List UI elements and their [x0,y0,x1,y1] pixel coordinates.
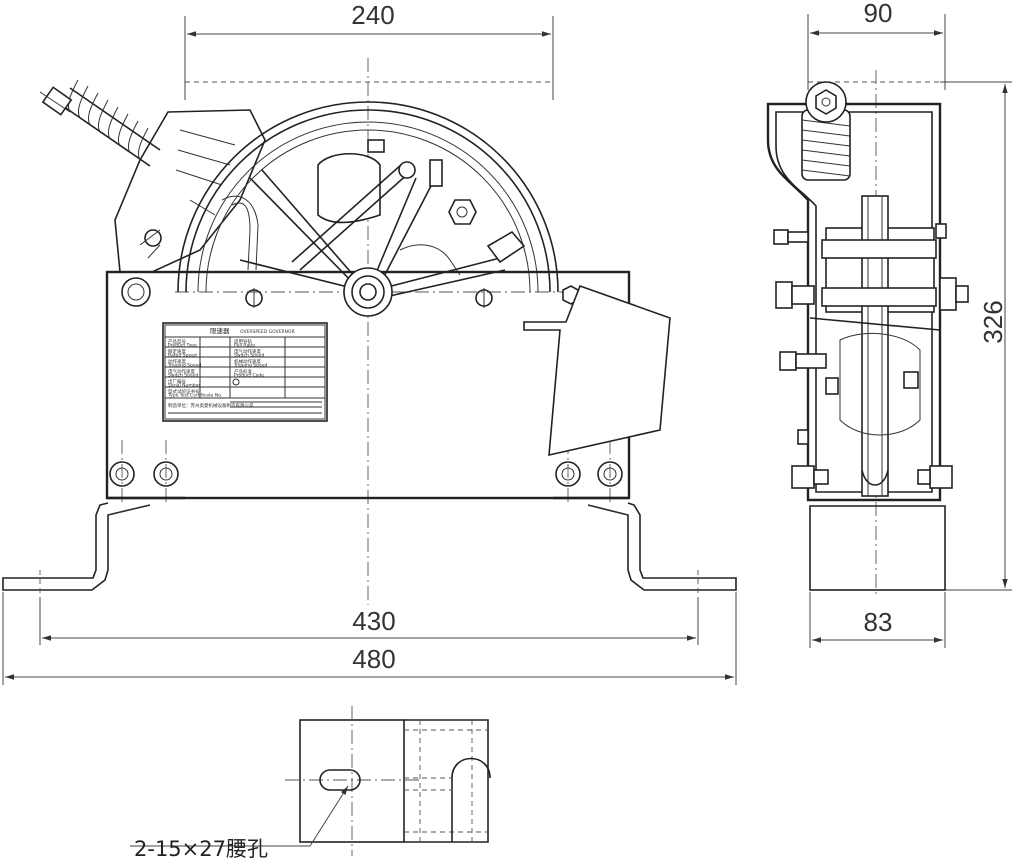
waist-slot [319,769,361,791]
nameplate-title-en: OVERSPEED GOVERNOR [240,329,295,335]
dim-480: 480 [2,592,737,685]
plate-row-l2: 额定速度 [168,348,186,355]
dim-240-label: 240 [351,0,394,30]
switch-cover [523,284,671,457]
dim-430-label: 430 [352,606,395,636]
plate-row-l6: 电气动作速度 [168,368,195,375]
plate-row-r6: 产品标准 [234,368,252,375]
dim-326: 326 [978,84,1008,588]
base-bracket [2,496,737,598]
dim-83-label: 83 [864,607,893,637]
plate-row-r7: Product Code [234,373,264,379]
axle-hub [343,267,393,317]
dim-326-label: 326 [978,300,1008,343]
side-bolts [773,223,969,489]
plate-row-l7: Switch Speed [168,373,199,379]
dim-240: 240 [184,0,554,100]
plate-row-r3: Switch Speed [234,353,265,359]
front-view: 240 [2,0,737,685]
compression-spring [39,79,161,167]
slot-callout-label: 2-15×27腰孔 [134,837,268,861]
side-spring [801,81,851,181]
nameplate: 限速器 OVERSPEED GOVERNOR 产品型号 Product Type… [162,322,328,422]
nameplate-footer: 制造单位：苏州奥菱机械设备制造有限公司 [168,402,254,409]
plate-row-l1: Product Type [168,343,197,349]
plate-row-r5: Tripping Speed [233,363,268,369]
nameplate-title: 限速器 [210,326,230,335]
plate-row-l0: 产品型号 [168,338,186,345]
dim-83: 83 [809,592,946,648]
spring-tensioner [39,79,266,273]
side-view: 90 326 [766,0,1012,648]
dim-430: 430 [39,598,699,645]
plate-row-l5: Tripping Speed [167,363,202,369]
dim-90: 90 [807,0,946,90]
side-sheave [809,195,941,497]
plate-row-r4: 机械动作速度 [234,358,261,365]
plate-row-l3: Rated Speed [168,353,197,359]
plate-row-r0: 适用导轨 [234,338,252,345]
dim-480-label: 480 [352,644,395,674]
slot-detail: 2-15×27腰孔 [130,706,491,861]
plate-row-r1: Pull Ratio [234,343,255,349]
plate-row-r2: 电气动作速度 [234,348,261,355]
plate-row-l11: Type Test Certificate No. [167,393,222,399]
side-base-block [809,505,946,591]
plate-row-l4: 动作速度 [168,358,186,365]
side-frame [766,102,942,502]
dim-90-label: 90 [864,0,893,28]
plate-row-l10: 型式试验证书号 [168,388,200,395]
plate-row-l8: 出厂编号 [168,378,186,385]
plate-row-l9: Serial Number [168,383,200,389]
